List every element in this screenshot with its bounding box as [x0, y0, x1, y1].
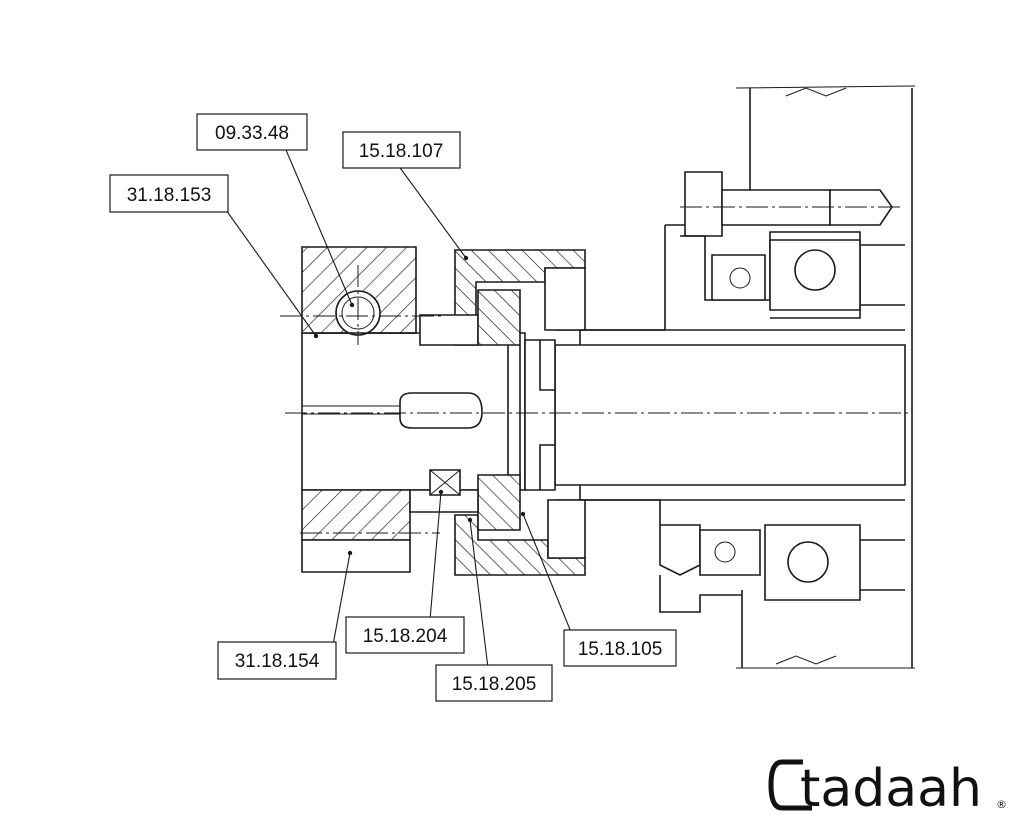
part-number-text: 31.18.153 — [127, 185, 212, 206]
leader-lines — [225, 149, 572, 669]
part-label-09-33-48: 09.33.48 — [196, 113, 308, 151]
flange — [524, 339, 556, 491]
part-label-15-18-107: 15.18.107 — [342, 131, 461, 169]
part-label-15-18-205: 15.18.205 — [435, 664, 553, 702]
clamp-nut — [419, 249, 586, 490]
part-number-text: 31.18.154 — [235, 651, 320, 672]
part-number-text: 15.18.204 — [363, 626, 448, 647]
lower-right-assembly — [580, 499, 905, 613]
spindle-end — [301, 332, 526, 491]
center-lines — [280, 265, 910, 534]
part-number-text: 15.18.105 — [578, 639, 663, 660]
lower-nut — [409, 469, 586, 576]
part-number-text: 09.33.48 — [215, 123, 289, 144]
tadaah-logo: tadaah ® — [768, 759, 1007, 819]
part-label-15-18-105: 15.18.105 — [563, 629, 677, 667]
main-shaft — [554, 329, 906, 501]
part-label-15-18-204: 15.18.204 — [345, 616, 465, 654]
registered-mark: ® — [996, 798, 1007, 811]
housing-break-lines — [735, 85, 916, 669]
part-label-31-18-154: 31.18.154 — [217, 641, 337, 680]
upper-right-assembly — [580, 171, 905, 331]
logo-text: tadaah — [800, 759, 982, 819]
part-number-text: 15.18.107 — [359, 141, 444, 162]
part-number-text: 15.18.205 — [452, 674, 537, 695]
part-label-31-18-153: 31.18.153 — [109, 174, 229, 213]
